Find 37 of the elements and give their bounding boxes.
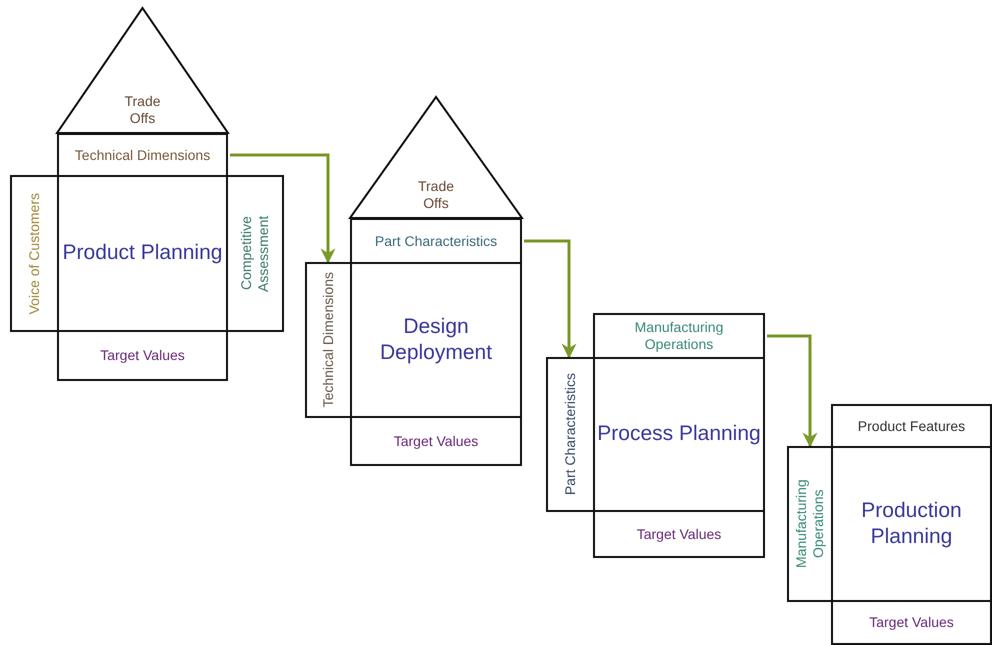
title-label: Product Planning <box>62 240 222 266</box>
roof-triangle <box>57 8 228 135</box>
header-band <box>593 313 765 359</box>
title-label: Design Deployment <box>378 314 494 366</box>
header-label: Part Characteristics <box>374 232 498 250</box>
footer-label: Target Values <box>100 347 185 364</box>
side-panel <box>787 446 833 602</box>
header-band <box>57 133 228 177</box>
footer-band <box>350 416 522 466</box>
side-label: Technical Dimensions <box>320 272 337 408</box>
title-label: Production Planning <box>860 498 963 550</box>
footer-band <box>831 600 992 645</box>
header-band <box>350 218 522 264</box>
side-label: Competitive Assessment <box>238 214 272 294</box>
arrow <box>767 334 818 448</box>
side-panel <box>226 175 284 332</box>
header-label: Technical Dimensions <box>74 146 212 164</box>
title-label: Process Planning <box>597 421 761 448</box>
footer-band <box>57 330 228 381</box>
side-label: Voice of Customers <box>26 192 43 314</box>
side-panel <box>305 262 352 418</box>
footer-label: Target Values <box>869 614 954 631</box>
footer-label: Target Values <box>636 526 722 542</box>
footer-band <box>593 510 765 558</box>
side-label: Manufacturing Operations <box>793 478 827 570</box>
side-label: Part Characteristics <box>562 373 579 496</box>
roof-label: Trade Offs <box>416 178 456 212</box>
footer-label: Target Values <box>394 432 478 450</box>
arrow <box>524 240 576 358</box>
roof-label: Trade Offs <box>123 93 162 127</box>
side-panel <box>10 175 59 332</box>
roof-triangle <box>350 97 522 220</box>
side-panel <box>546 357 595 512</box>
header-label: Product Features <box>856 418 966 434</box>
header-band <box>831 404 992 448</box>
arrow <box>230 154 336 264</box>
header-label: Manufacturing Operations <box>634 319 724 353</box>
